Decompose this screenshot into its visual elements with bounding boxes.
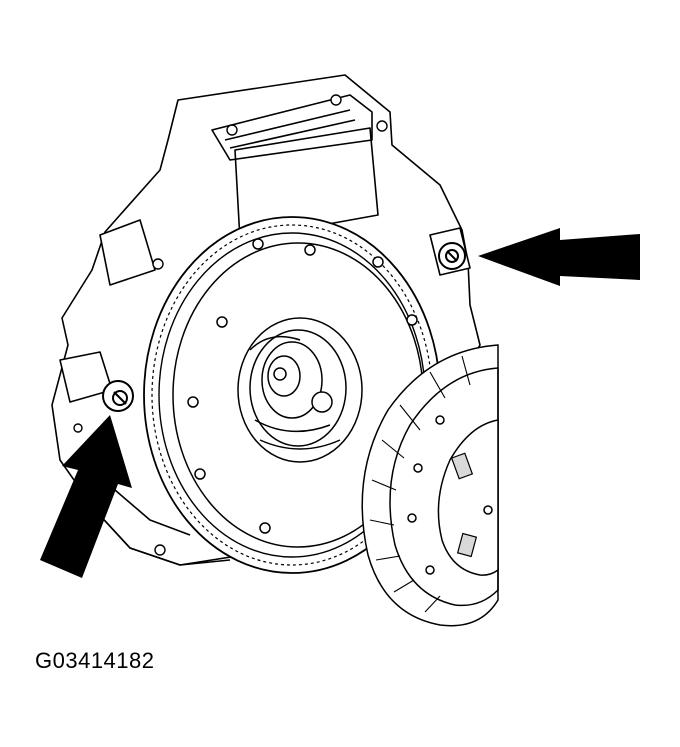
flywheel [172,238,424,548]
arrow-right [478,228,640,286]
arrow-left [40,415,132,578]
clutch-disc [361,344,499,627]
dowel-bolt-left [102,380,134,412]
figure-id-label: G03414182 [35,648,155,673]
plate-bolts [73,94,388,556]
dowel-bolt-right [438,242,466,270]
